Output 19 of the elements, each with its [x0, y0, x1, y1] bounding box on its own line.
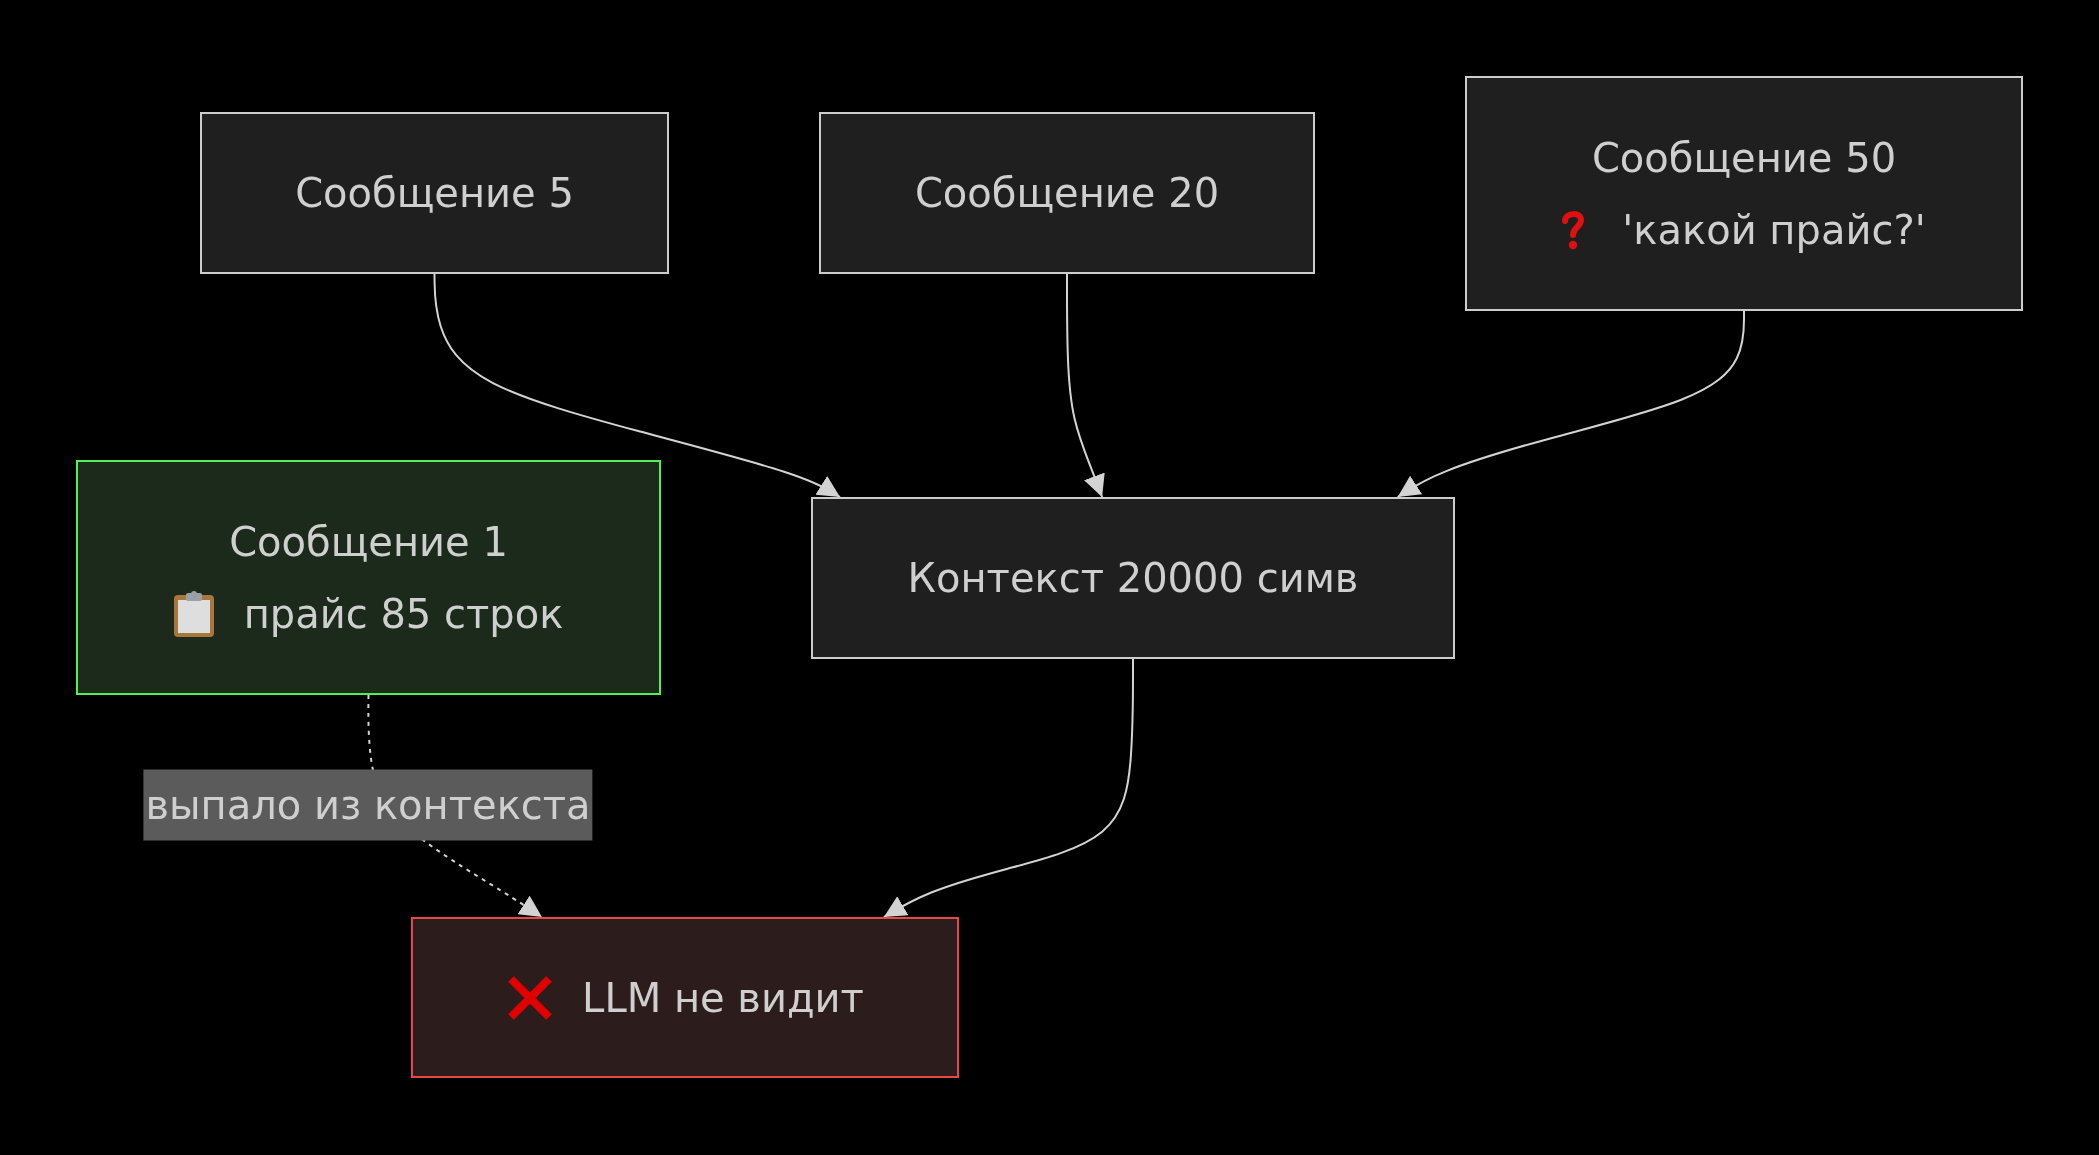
node-text: LLM не видит: [582, 973, 864, 1023]
process-box: [411, 917, 959, 1078]
arrow: [1396, 310, 1745, 498]
node-text: Сообщение 50: [1591, 133, 1897, 183]
node-text: прайс 85 строк: [243, 589, 564, 639]
arrow: [1066, 273, 1105, 498]
process-box: [1465, 76, 2023, 311]
edge-label: выпало из контекста: [143, 769, 593, 841]
process-box: [200, 112, 669, 274]
node-text: Сообщение 5: [295, 169, 574, 218]
arrow: [882, 658, 1134, 918]
node-text: Сообщение 20: [914, 169, 1220, 218]
node-text: Контекст 20000 симв: [907, 554, 1359, 603]
arrow: [433, 273, 841, 498]
process-box: [811, 497, 1455, 659]
process-box: [76, 460, 661, 695]
process-box: [819, 112, 1315, 274]
node-text: 'какой прайс?': [1622, 205, 1926, 255]
node-text: Сообщение 1: [229, 517, 508, 567]
